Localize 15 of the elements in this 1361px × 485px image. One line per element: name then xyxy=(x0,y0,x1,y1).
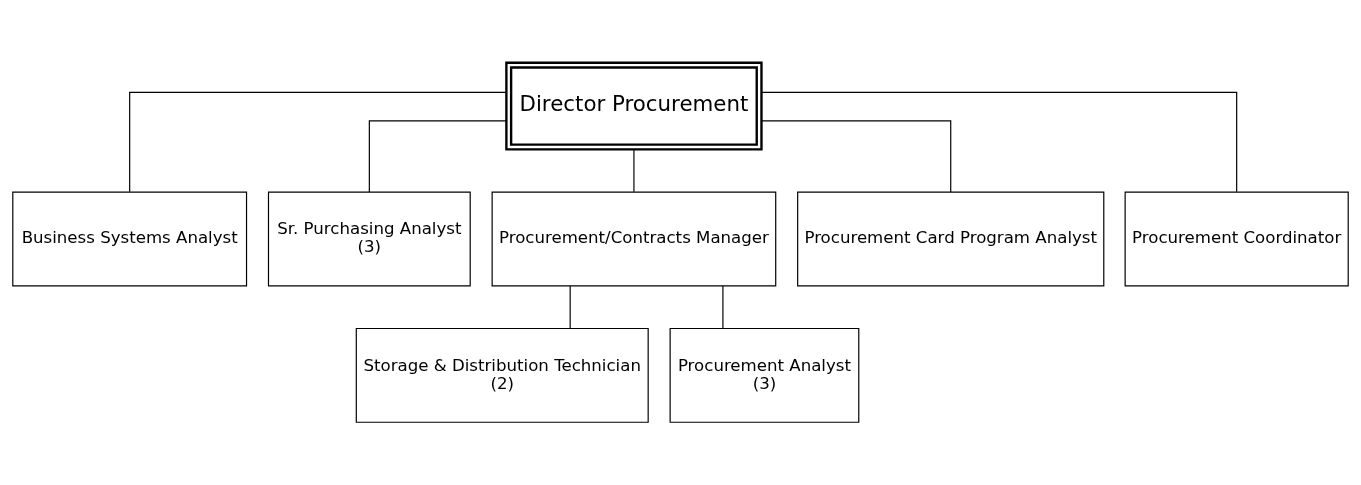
node-box: Storage & Distribution Technician (2) xyxy=(355,327,649,423)
connector xyxy=(368,120,507,193)
connector xyxy=(761,120,952,193)
connector xyxy=(569,285,571,329)
node-box: Sr. Purchasing Analyst (3) xyxy=(267,191,471,287)
connector xyxy=(129,91,507,193)
node-box: Procurement Analyst (3) xyxy=(669,327,860,423)
node-box: Procurement Coordinator xyxy=(1124,191,1349,287)
node-box: Business Systems Analyst xyxy=(12,191,248,287)
connector xyxy=(761,91,1238,193)
connector xyxy=(722,285,724,329)
node-box: Procurement Card Program Analyst xyxy=(797,191,1105,287)
connector xyxy=(633,148,635,193)
node-box: Procurement/Contracts Manager xyxy=(491,191,777,287)
node-box: Director Procurement xyxy=(505,61,763,151)
